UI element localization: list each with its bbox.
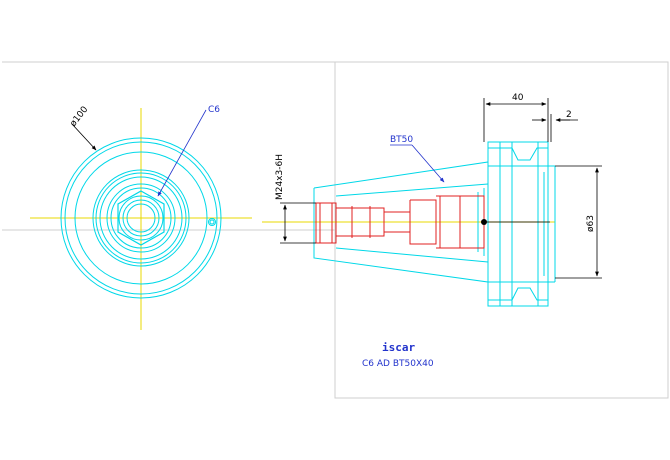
diameter-label: ø100	[68, 105, 90, 129]
part-description: C6 AD BT50X40	[362, 359, 434, 369]
front-circles	[60, 137, 222, 299]
dim-length	[483, 98, 549, 142]
c6-leader	[157, 109, 207, 197]
dim-small	[532, 114, 578, 142]
internal-parts	[315, 195, 485, 249]
title-block: iscar C6 AD BT50X40	[362, 341, 434, 369]
dim-thread	[280, 202, 316, 244]
diameter-leader	[71, 123, 97, 151]
dim-diameter-label: ø63	[586, 215, 596, 232]
brand-logo: iscar	[382, 341, 415, 354]
taper-body	[313, 141, 556, 307]
c6-label: C6	[208, 105, 220, 115]
dim-length-label: 40	[512, 93, 524, 103]
front-view: ø100 C6	[30, 105, 252, 330]
dim-small-label: 2	[566, 110, 572, 120]
bt50-label: BT50	[390, 135, 413, 145]
dim-diameter	[555, 165, 602, 279]
center-ball	[481, 219, 487, 225]
thread-label: M24x3-6H	[275, 154, 285, 200]
side-view: 40 2 ø63 M24x3-6H BT50	[262, 93, 602, 307]
front-centerlines	[30, 108, 252, 330]
